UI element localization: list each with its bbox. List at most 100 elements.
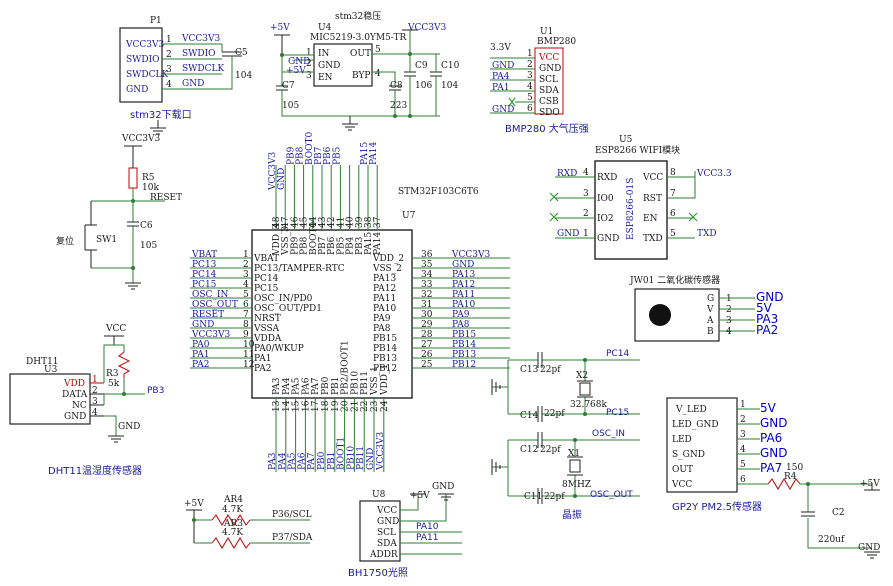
esp-pin-label: GND bbox=[597, 234, 619, 244]
sw1-label: 复位 bbox=[56, 235, 74, 247]
mcu-pin-label: PA5 bbox=[292, 377, 302, 395]
mcu-net-label: VBAT bbox=[191, 250, 217, 260]
mcu-top-pins: 48VDD_3VCC3V347VSS_3GND46PB9PB945PB8PB84… bbox=[268, 131, 383, 256]
gp2y-pin-num: 3 bbox=[740, 430, 746, 440]
mcu-net-label: PB13 bbox=[452, 350, 476, 360]
c12-ref: C12 bbox=[520, 445, 538, 455]
mcu-pin-label: PA6 bbox=[301, 377, 311, 395]
mcu-net-label: PA14 bbox=[369, 142, 379, 165]
mcu-pin-num: 37 bbox=[373, 216, 383, 228]
gp2y-pin-num: 6 bbox=[740, 475, 746, 485]
c9-val: 106 bbox=[415, 81, 432, 91]
jw01-net-label: 5V bbox=[756, 301, 773, 315]
gp2y-net-label: PA7 bbox=[760, 461, 782, 475]
gp2y-ground-symbol bbox=[864, 551, 880, 559]
p1-net-gnd: GND bbox=[182, 79, 204, 89]
crystal-junction bbox=[573, 494, 577, 498]
reset-net: RESET bbox=[150, 193, 182, 203]
mcu-pin-label: VSSA bbox=[253, 324, 280, 334]
mcu-pin-label: PA12 bbox=[373, 284, 396, 294]
mcu-net-label: PA6 bbox=[297, 452, 307, 470]
bh-pin-vcc: VCC bbox=[376, 506, 397, 516]
mcu-pin-label: OSC_IN/PD0 bbox=[254, 294, 313, 304]
bmp-caption: BMP280 大气压强 bbox=[505, 122, 589, 135]
crystal-section: C13 22pf C14 22pf X2 32.768k PC14 PC15 C… bbox=[491, 349, 640, 521]
bh-pin-addr: ADDR bbox=[369, 550, 398, 560]
p1-num-1: 1 bbox=[166, 35, 172, 45]
mcu-net-label: BOOT1 bbox=[337, 437, 347, 470]
esp-net-vcc: VCC3.3 bbox=[696, 169, 732, 179]
bh-net-pa10: PA10 bbox=[416, 522, 439, 532]
reg-in-net: +5V bbox=[286, 66, 306, 76]
gp2y-vcc-wires bbox=[737, 483, 872, 549]
mcu-pin-label: PA15 bbox=[364, 232, 374, 255]
mcu-pin-num: 40 bbox=[346, 216, 356, 228]
dht-gnd: GND bbox=[118, 422, 140, 432]
reg-power-symbol bbox=[274, 34, 290, 55]
c14-val: 22pf bbox=[544, 409, 565, 419]
mcu-pin-label: VDD_1 bbox=[380, 364, 390, 396]
esp-ref: U5 bbox=[619, 135, 633, 145]
esp-body bbox=[594, 160, 668, 260]
x1-ref: X1 bbox=[568, 449, 580, 459]
bmp-part: BMP280 bbox=[537, 37, 576, 47]
dht-net: PB3 bbox=[147, 386, 164, 396]
gp2y-pin-num: 2 bbox=[740, 415, 746, 425]
sw1-ref: SW1 bbox=[96, 235, 117, 245]
ar3-ref: AR3 bbox=[223, 519, 243, 529]
mcu-pin-label: PB13 bbox=[373, 354, 397, 364]
mcu-net-label: PA8 bbox=[452, 320, 470, 330]
bh-power: +5V bbox=[410, 491, 430, 501]
jw01-pin-label: G bbox=[707, 294, 714, 304]
mcu-pin-label: PA13 bbox=[373, 274, 396, 284]
mcu-net-label: PC13 bbox=[192, 260, 217, 270]
pullup-net-scl: P36/SCL bbox=[272, 510, 312, 520]
mcu-part: STM32F103C6T6 bbox=[398, 187, 479, 197]
reset-vcc: VCC3V3 bbox=[121, 134, 160, 144]
mcu-pin-num: 11 bbox=[243, 350, 254, 360]
x2-body bbox=[579, 382, 591, 396]
bh1750-module: U8 VCC GND SCL SDA ADDR +5V GND PA10 PA1… bbox=[348, 482, 462, 579]
dht-pin-gnd: GND bbox=[64, 412, 86, 422]
pullup-power: +5V bbox=[184, 499, 204, 509]
mcu-net-label: PA4 bbox=[278, 452, 288, 470]
gp2y-power-symbol bbox=[864, 484, 880, 491]
esp-pin-label: IO2 bbox=[597, 214, 614, 224]
bmp-supply: 3.3V bbox=[490, 43, 511, 53]
c6-val: 105 bbox=[140, 241, 157, 251]
c12-val: 22pf bbox=[540, 445, 561, 455]
c7-val: 105 bbox=[282, 101, 299, 111]
mcu-net-label: PB11 bbox=[356, 446, 366, 470]
mcu-pin-num: 10 bbox=[243, 340, 255, 350]
c11-c12-symbols bbox=[537, 432, 543, 504]
bmp-pin-sdo: SDO bbox=[539, 108, 560, 118]
mcu-pin-num: 14 bbox=[282, 400, 292, 412]
mcu-pin-num: 27 bbox=[421, 340, 433, 350]
mcu-pin-label: PA4 bbox=[282, 377, 292, 395]
mcu-pin-num: 34 bbox=[421, 270, 433, 280]
mcu-pin-num: 17 bbox=[311, 400, 321, 412]
r5-val: 10k bbox=[142, 183, 159, 193]
mcu-net-label: PA1 bbox=[192, 350, 209, 360]
x1-net-oscin: OSC_IN bbox=[592, 429, 625, 439]
mcu-pin-label: PB12 bbox=[373, 364, 397, 374]
reg-pin-en: EN bbox=[318, 73, 333, 83]
pullup-junction bbox=[192, 518, 196, 522]
mcu-net-label: OSC_IN bbox=[192, 290, 228, 300]
mcu-net-label: PB7 bbox=[314, 146, 324, 165]
bh-ground-symbol bbox=[438, 493, 454, 501]
mcu-net-label: PA5 bbox=[288, 452, 298, 470]
c11-ref: C11 bbox=[524, 492, 542, 502]
gp2y-pin-num: 5 bbox=[740, 460, 746, 470]
ar4-ref: AR4 bbox=[223, 495, 243, 505]
bmp-net-gnd2: GND bbox=[492, 105, 514, 115]
reg-num-1: 1 bbox=[306, 48, 312, 58]
reg-out-net: VCC3V3 bbox=[407, 23, 446, 33]
crystal-junction bbox=[573, 438, 577, 442]
jw01-pin-num: 2 bbox=[726, 305, 732, 315]
mcu-pin-num: 42 bbox=[327, 217, 337, 228]
r4-val: 150 bbox=[786, 463, 803, 473]
mcu-net-label: GND bbox=[277, 168, 287, 190]
